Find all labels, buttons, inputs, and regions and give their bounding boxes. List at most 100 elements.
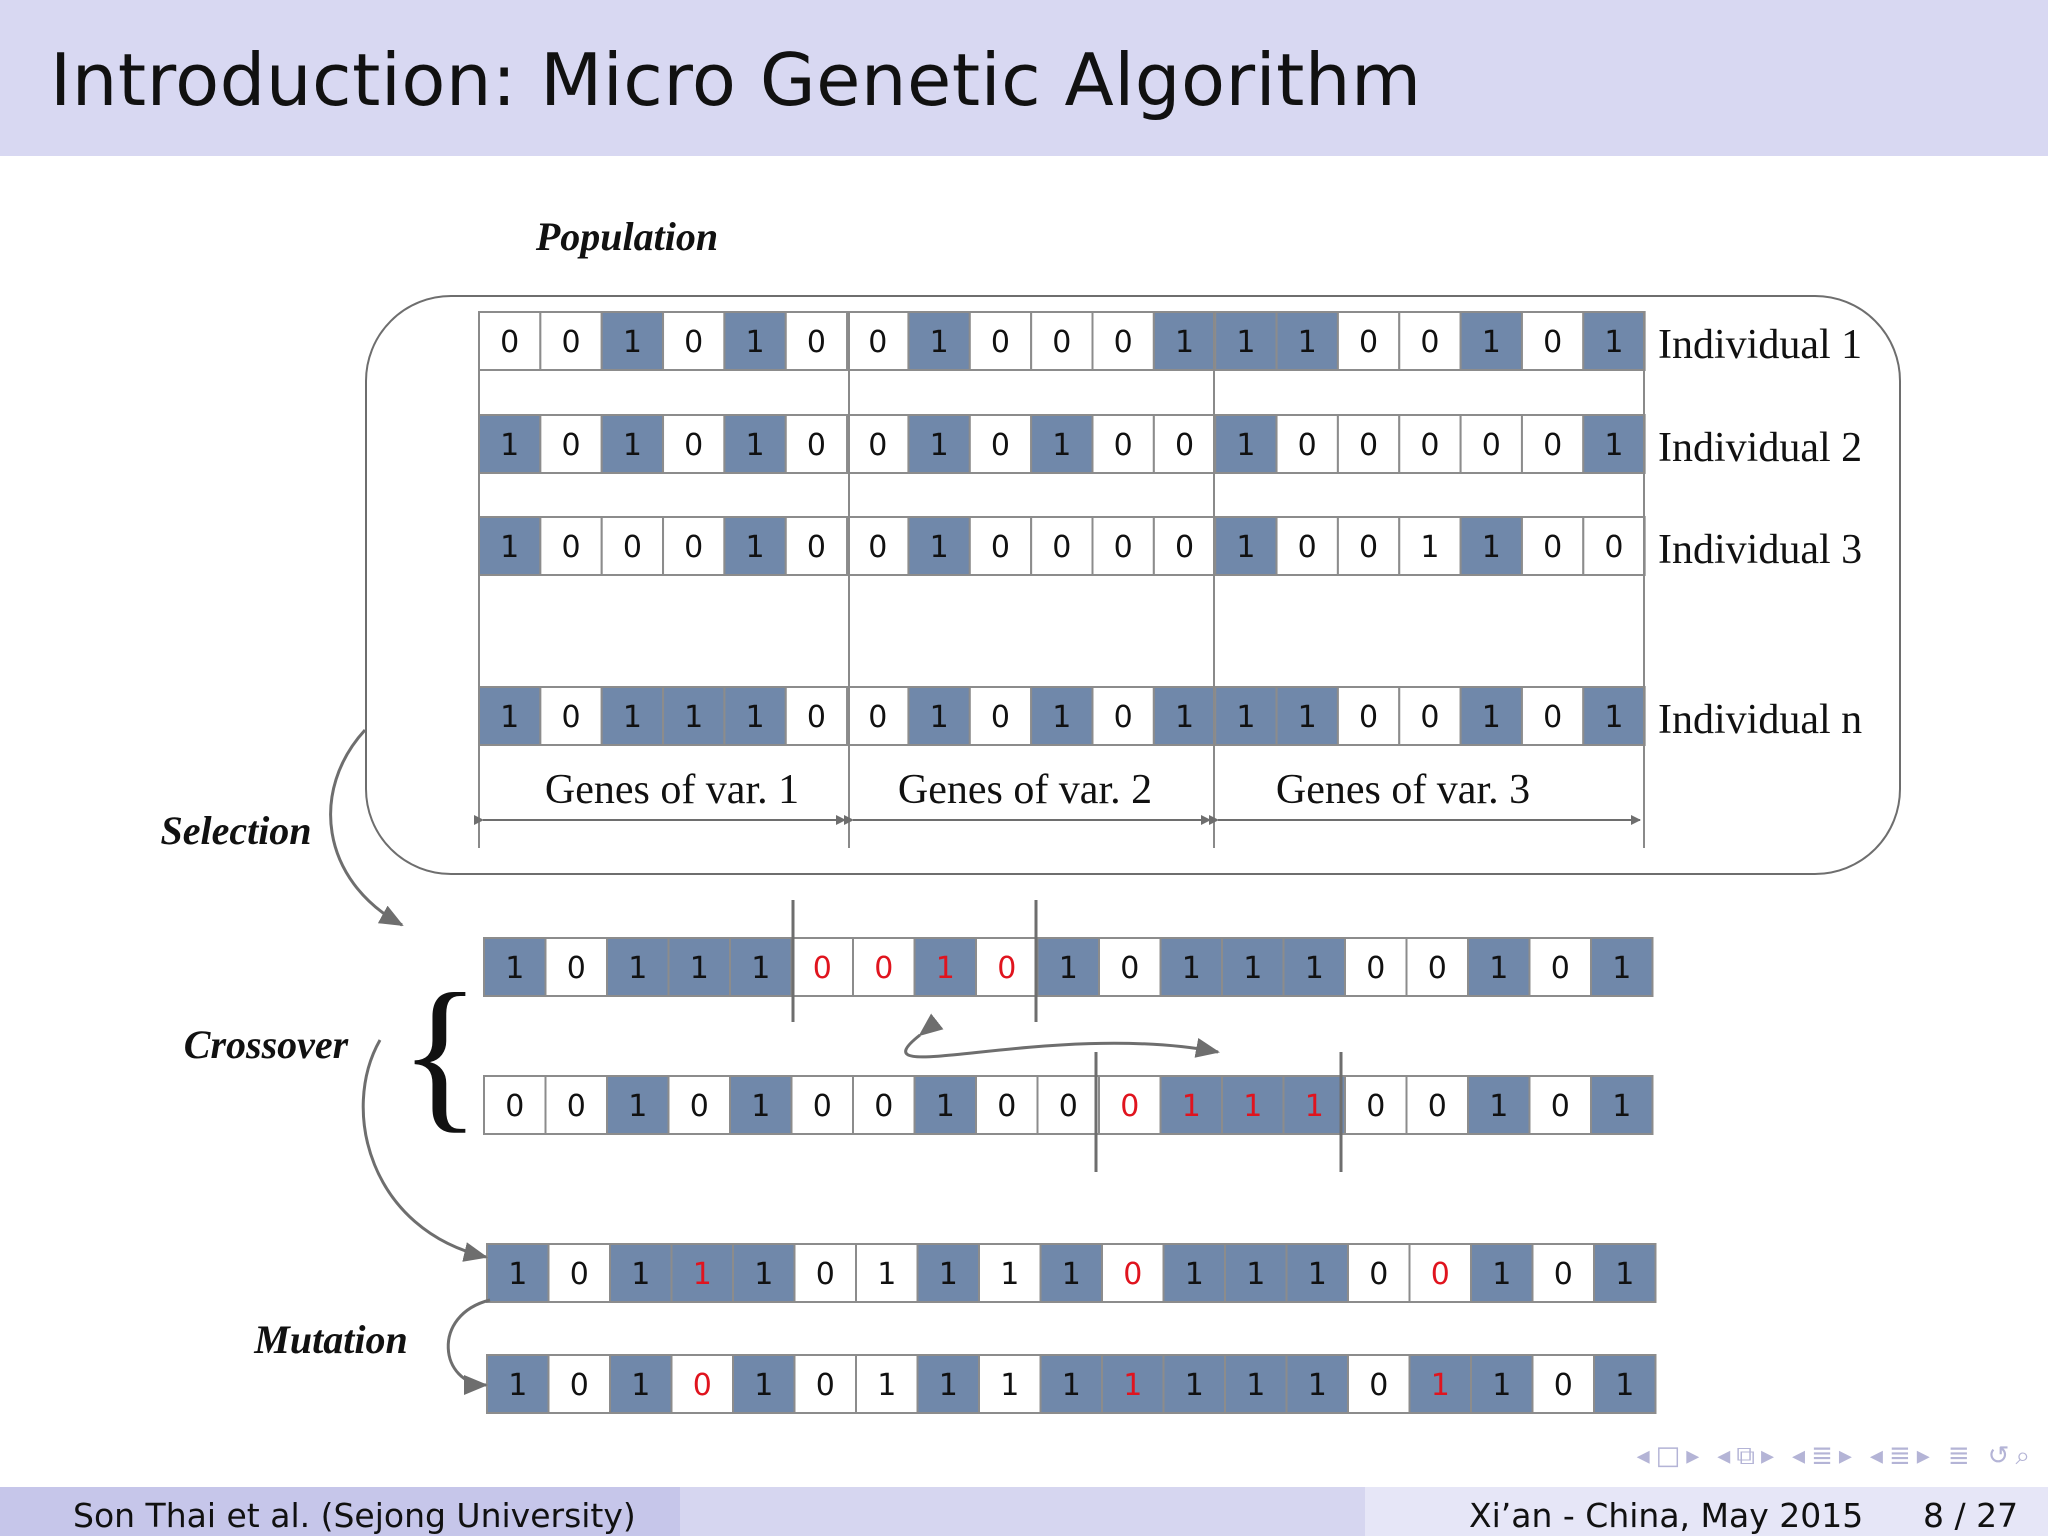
bit-value: 0 <box>807 325 826 360</box>
bit-value: 1 <box>1052 428 1071 463</box>
bit-value: 0 <box>1554 1368 1573 1403</box>
bit-cell <box>968 414 1033 474</box>
bit-cell <box>723 516 787 576</box>
bit-cell <box>1039 1354 1103 1414</box>
bit-value: 1 <box>936 951 955 986</box>
bit-cell <box>846 311 910 371</box>
bit-value: 1 <box>623 700 642 735</box>
bit-value: 0 <box>570 1368 589 1403</box>
bit-cell <box>1221 1075 1285 1135</box>
bit-cell <box>667 937 731 997</box>
bit-value: 1 <box>1604 428 1623 463</box>
bit-value: 1 <box>628 1089 647 1124</box>
bit-cell <box>1405 1075 1469 1135</box>
footer-location: Xi’an - China, May 2015 <box>1469 1496 1864 1535</box>
bit-value: 0 <box>1366 951 1385 986</box>
nav-prev-subsection-icon[interactable]: ◂ <box>1717 1441 1731 1471</box>
nav-next-doc-icon[interactable]: ▸ <box>1916 1441 1930 1471</box>
bit-value: 1 <box>1062 1368 1081 1403</box>
bit-value: 1 <box>693 1257 712 1292</box>
bit-cell <box>544 1075 608 1135</box>
bit-value: 1 <box>500 530 519 565</box>
bit-value: 1 <box>631 1257 650 1292</box>
bit-cell <box>729 1075 793 1135</box>
bit-cell <box>539 311 603 371</box>
bit-value: 0 <box>1120 951 1139 986</box>
bit-value: 0 <box>1431 1257 1450 1292</box>
bit-cell <box>478 311 542 371</box>
bit-value: 1 <box>1236 530 1255 565</box>
bit-value: 0 <box>561 700 580 735</box>
nav-next-section-icon[interactable]: ▸ <box>1838 1441 1852 1471</box>
nav-section-icon[interactable]: ≣ <box>1811 1441 1833 1471</box>
bit-value: 0 <box>505 1089 524 1124</box>
bit-value: 0 <box>1114 530 1133 565</box>
bit-cell <box>600 311 665 371</box>
bit-value: 1 <box>1612 1089 1631 1124</box>
bit-cell <box>483 937 547 997</box>
bit-cell <box>852 1075 916 1135</box>
bit-value: 0 <box>1175 428 1194 463</box>
bit-value: 1 <box>505 951 524 986</box>
bit-cell <box>723 414 787 474</box>
nav-back-icon[interactable]: ↺ <box>1987 1441 2010 1471</box>
bit-cell <box>1159 1075 1223 1135</box>
bit-cell <box>1347 1354 1411 1414</box>
bit-cell <box>1531 1354 1595 1414</box>
bit-value: 0 <box>807 428 826 463</box>
bit-cell <box>1459 311 1523 371</box>
nav-prev-doc-icon[interactable]: ◂ <box>1869 1441 1883 1471</box>
bit-cell <box>609 1354 673 1414</box>
bit-cell <box>1152 516 1217 576</box>
bit-cell <box>1224 1243 1288 1303</box>
bit-value: 1 <box>1059 951 1078 986</box>
bit-cell <box>1405 937 1469 997</box>
bit-cell <box>1520 686 1585 746</box>
individual-label: Individual 2 <box>1658 425 1862 471</box>
bit-value: 0 <box>868 530 887 565</box>
bit-value: 1 <box>751 1089 770 1124</box>
bit-value: 1 <box>1000 1368 1019 1403</box>
bit-cell <box>855 1243 919 1303</box>
nav-frame-icon[interactable]: □ <box>1655 1441 1681 1471</box>
bit-value: 1 <box>1182 951 1201 986</box>
bit-value: 0 <box>561 325 580 360</box>
bit-cell <box>907 311 971 371</box>
bit-cell <box>1091 311 1155 371</box>
nav-next-subsection-icon[interactable]: ▸ <box>1760 1441 1774 1471</box>
bit-cell <box>968 311 1033 371</box>
nav-subsection-icon[interactable]: ⧉ <box>1736 1440 1755 1471</box>
bit-cell <box>1398 516 1462 576</box>
bit-value: 0 <box>1123 1257 1142 1292</box>
bit-cell <box>478 686 542 746</box>
bit-value: 0 <box>1543 428 1562 463</box>
bit-cell <box>1593 1354 1657 1414</box>
bit-value: 0 <box>1298 530 1317 565</box>
bit-value: 1 <box>1489 951 1508 986</box>
bit-cell <box>1459 516 1523 576</box>
bit-value: 1 <box>1298 700 1317 735</box>
nav-search-icon[interactable]: ⌕ <box>2015 1440 2030 1471</box>
nav-next-frame-icon[interactable]: ▸ <box>1686 1441 1700 1471</box>
bit-cell <box>1590 937 1654 997</box>
bit-value: 1 <box>623 325 642 360</box>
nav-prev-frame-icon[interactable]: ◂ <box>1636 1441 1650 1471</box>
bit-value: 1 <box>1175 700 1194 735</box>
bit-value: 1 <box>1308 1257 1327 1292</box>
bit-value: 0 <box>997 951 1016 986</box>
bit-value: 1 <box>1298 325 1317 360</box>
nav-doc-icon[interactable]: ≣ <box>1888 1441 1911 1471</box>
bit-value: 1 <box>1182 1089 1201 1124</box>
bit-value: 1 <box>1052 700 1071 735</box>
bit-cell <box>968 516 1033 576</box>
bit-value: 0 <box>991 325 1010 360</box>
bit-value: 0 <box>684 325 703 360</box>
bit-cell <box>1039 1243 1103 1303</box>
nav-outline-icon[interactable]: ≣ <box>1947 1441 1970 1471</box>
micro-ga-diagram: Population Selection Crossover Mutation … <box>160 214 1901 1414</box>
bit-cell <box>793 1354 857 1414</box>
nav-prev-section-icon[interactable]: ◂ <box>1792 1441 1806 1471</box>
bit-value: 1 <box>1236 428 1255 463</box>
